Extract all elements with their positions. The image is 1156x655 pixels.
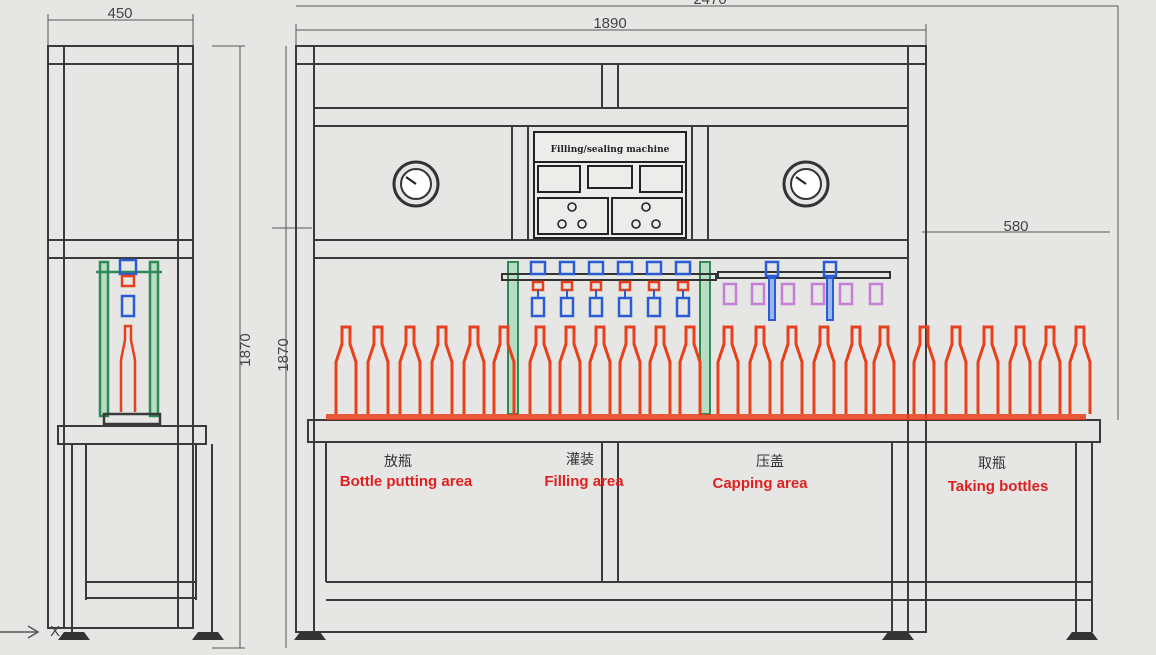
bottles [334,325,1092,414]
axis-marker-label: X [50,623,60,640]
bottle-icon [366,325,390,414]
bottle-icon [944,325,968,414]
zone-filling-chinese: 灌装 [566,452,594,468]
bottle-icon [588,325,612,414]
bottle-icon [912,325,936,414]
bottle-icon [812,325,836,414]
panel-button [631,219,641,229]
panel-button [567,202,577,212]
zone-taking-bottles-label: Taking bottles [948,478,1049,495]
side-view-filler [96,258,162,426]
dim-main-height: 1870 [275,338,292,371]
dim-main-width: 1890 [593,15,626,32]
bottle-icon [844,325,868,414]
zone-capping-chinese: 压盖 [756,454,784,470]
bottle-icon [334,325,358,414]
bottle-icon [398,325,422,414]
filling-nozzles [529,260,692,318]
bottle-icon [462,325,486,414]
bottle-icon [1068,325,1092,414]
bottle-icon [1008,325,1032,414]
bottle-icon [1038,325,1062,414]
conveyor [326,414,1086,420]
cap-holder-icon [868,282,884,306]
right-pressure-gauge-icon [782,160,830,208]
bottle-icon [558,325,582,414]
bottle-icon [430,325,454,414]
zone-labels: 放瓶 Bottle putting area 灌装 Filling area 压… [340,452,1049,495]
dimension-lines [47,5,1119,649]
bottle-icon [872,325,896,414]
side-view-frame [47,45,213,632]
left-pressure-gauge-icon [392,160,440,208]
capping-head-icon [764,260,780,321]
bottle-icon [976,325,1000,414]
axis-marker-arrow [0,625,40,639]
filling-nozzle-icon [529,260,547,318]
dim-extension-width: 580 [1003,218,1028,235]
zone-taking-bottles-chinese: 取瓶 [978,456,1006,472]
filling-nozzle-icon [558,260,576,318]
filling-nozzle-icon [587,260,605,318]
bottle-icon [528,325,552,414]
bottle-icon [678,325,702,414]
capping-head-icon [822,260,838,321]
main-frame-feet [294,632,1098,640]
cap-holder-icon [780,282,796,306]
capping-heads [722,260,884,321]
cap-holder-icon [722,282,738,306]
cap-holder-icon [810,282,826,306]
zone-capping-label: Capping area [712,475,808,492]
zone-bottle-putting-chinese: 放瓶 [384,454,412,470]
conveyor-belt [326,414,1086,420]
control-panel-buttons [557,202,661,229]
cap-holder-icon [750,282,766,306]
side-view-feet [58,632,224,640]
panel-button [651,219,661,229]
panel-button [641,202,651,212]
bottle-icon [492,325,516,414]
bottle-icon [648,325,672,414]
filling-nozzle-icon [674,260,692,318]
control-panel-title: Filling/sealing machine [551,145,670,155]
main-frame [295,45,1101,633]
bottle-icon [780,325,804,414]
bottle-icon [716,325,740,414]
dim-side-width: 450 [107,5,132,22]
filling-nozzle-icon [616,260,634,318]
zone-bottle-putting-label: Bottle putting area [340,473,473,490]
cap-holder-icon [838,282,854,306]
dim-total-width: 2470 [693,0,726,8]
dim-side-height: 1870 [237,333,254,366]
panel-button [557,219,567,229]
panel-button [577,219,587,229]
bottle-icon [618,325,642,414]
zone-filling-label: Filling area [544,473,624,490]
bottle-icon [748,325,772,414]
filling-nozzle-icon [645,260,663,318]
capping-station [717,260,891,321]
